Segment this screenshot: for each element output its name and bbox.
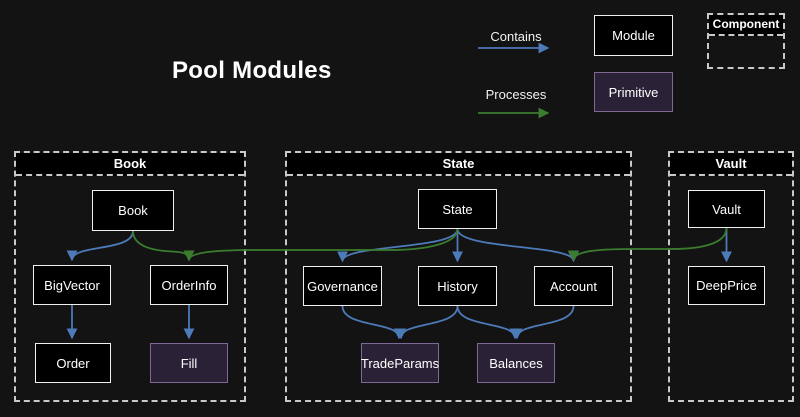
node-orderinfo-label: OrderInfo [161,277,217,293]
legend-component-box: Component [707,13,785,69]
node-history-label: History [437,278,478,294]
node-order: Order [35,343,111,383]
node-orderinfo: OrderInfo [150,265,228,305]
legend-primitive-label: Primitive [608,84,659,100]
node-account: Account [534,266,613,306]
node-tradeparams-label: TradeParams [360,355,440,371]
node-governance-label: Governance [307,278,378,294]
node-book: Book [92,190,174,231]
node-tradeparams: TradeParams [361,343,439,383]
node-vault: Vault [688,190,765,228]
legend-contains-label: Contains [490,29,542,44]
node-order-label: Order [56,355,90,371]
legend-module-label: Module [612,28,655,43]
group-state-header: State [287,153,630,176]
node-bigvector-label: BigVector [44,277,100,293]
group-book-header: Book [16,153,244,176]
node-state: State [418,189,497,229]
legend-processes-label: Processes [485,87,547,102]
node-fill-label: Fill [180,355,198,371]
node-deepprice: DeepPrice [688,266,765,305]
diagram-title: Pool Modules [172,57,332,84]
legend-primitive-box: Primitive [594,72,673,112]
node-history: History [418,266,497,306]
legend-module-box: Module [594,15,673,56]
node-state-label: State [442,201,473,217]
legend-component-label: Component [709,15,783,36]
node-governance: Governance [303,266,382,306]
group-vault-header: Vault [670,153,792,176]
node-deepprice-label: DeepPrice [696,278,757,293]
group-vault: Vault [668,151,794,402]
node-account-label: Account [550,278,597,294]
node-fill: Fill [150,343,228,383]
node-book-label: Book [118,203,148,218]
node-bigvector: BigVector [33,265,111,305]
node-balances-label: Balances [489,355,543,371]
group-state: State [285,151,632,402]
node-balances: Balances [477,343,555,383]
group-book: Book [14,151,246,402]
node-vault-label: Vault [712,201,741,217]
